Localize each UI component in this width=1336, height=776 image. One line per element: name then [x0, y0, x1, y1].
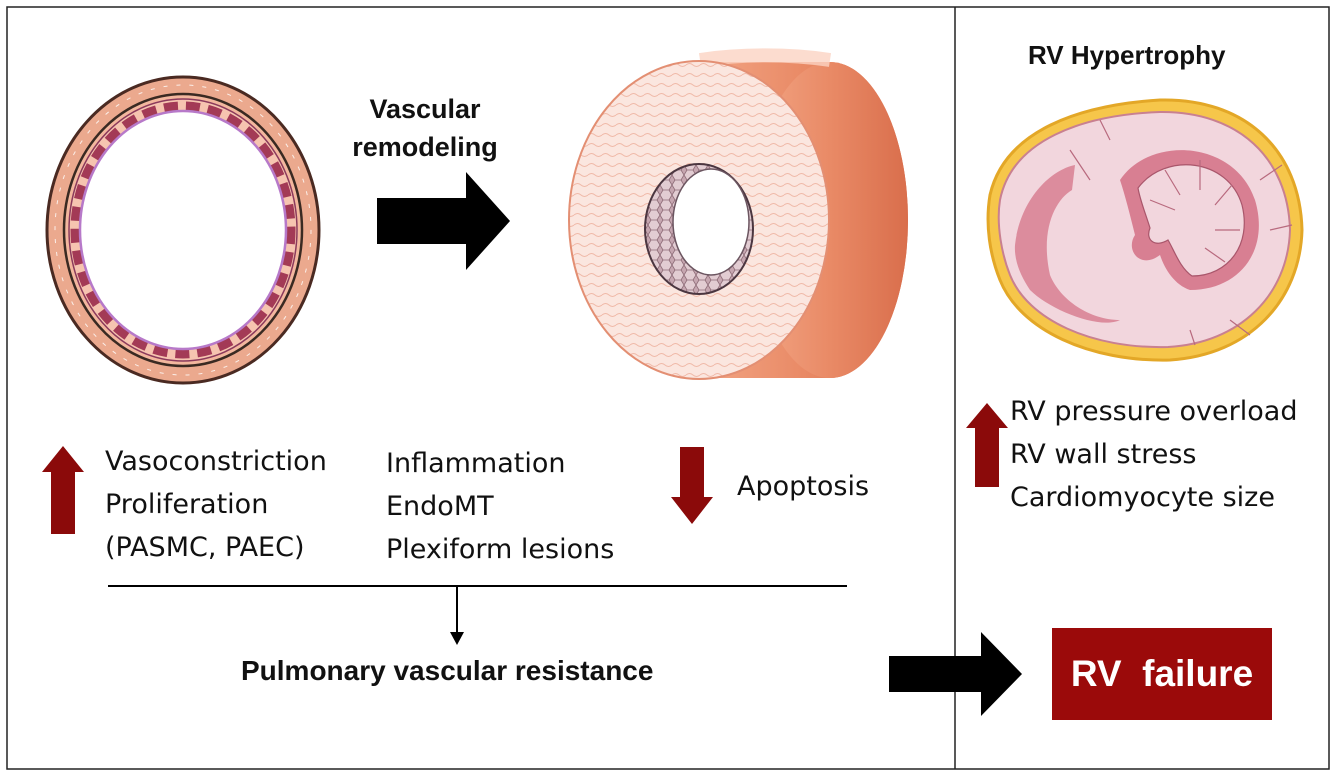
- remodeled-vessel-illustration: [568, 48, 908, 380]
- factor-inflammation: Inflammation: [386, 448, 566, 479]
- factor-endomt: EndoMT: [386, 491, 494, 522]
- rv-hypertrophy-title: RV Hypertrophy: [1028, 40, 1226, 70]
- pulmonary-vascular-resistance-label: Pulmonary vascular resistance: [241, 655, 654, 686]
- rv-failure-box: RV failure: [1052, 628, 1272, 720]
- factor-plexiform-lesions: Plexiform lesions: [386, 534, 615, 565]
- resistance-arrow-head: [450, 632, 464, 645]
- failure-arrow: [889, 632, 1022, 716]
- factor-proliferation: Proliferation: [105, 489, 269, 520]
- vascular-remodeling-label: Vascular remodeling: [335, 90, 515, 166]
- heart-cross-section-illustration: [986, 98, 1304, 362]
- factor-rv-wall-stress: RV wall stress: [1010, 439, 1197, 470]
- up-factors-list: Vasoconstriction Proliferation (PASMC, P…: [105, 440, 327, 569]
- factor-pasmc-paec: (PASMC, PAEC): [105, 532, 305, 563]
- normal-vessel-illustration: [45, 75, 321, 385]
- rv-increase-arrow-icon: [966, 403, 1008, 487]
- rv-factors-list: RV pressure overload RV wall stress Card…: [1010, 390, 1297, 519]
- mid-factors-list: Inflammation EndoMT Plexiform lesions: [386, 442, 614, 571]
- remodeling-arrow: [377, 172, 510, 270]
- remodeling-line-2: remodeling: [352, 132, 498, 162]
- factor-rv-pressure-overload: RV pressure overload: [1010, 396, 1298, 427]
- decrease-arrow-icon: [671, 447, 713, 524]
- factor-cardiomyocyte-size: Cardiomyocyte size: [1010, 482, 1275, 513]
- remodeling-line-1: Vascular: [369, 94, 481, 124]
- factor-vasoconstriction: Vasoconstriction: [105, 446, 327, 477]
- outer-border: [6, 6, 1330, 770]
- increase-arrow-icon: [42, 446, 84, 534]
- factor-apoptosis: Apoptosis: [737, 471, 870, 502]
